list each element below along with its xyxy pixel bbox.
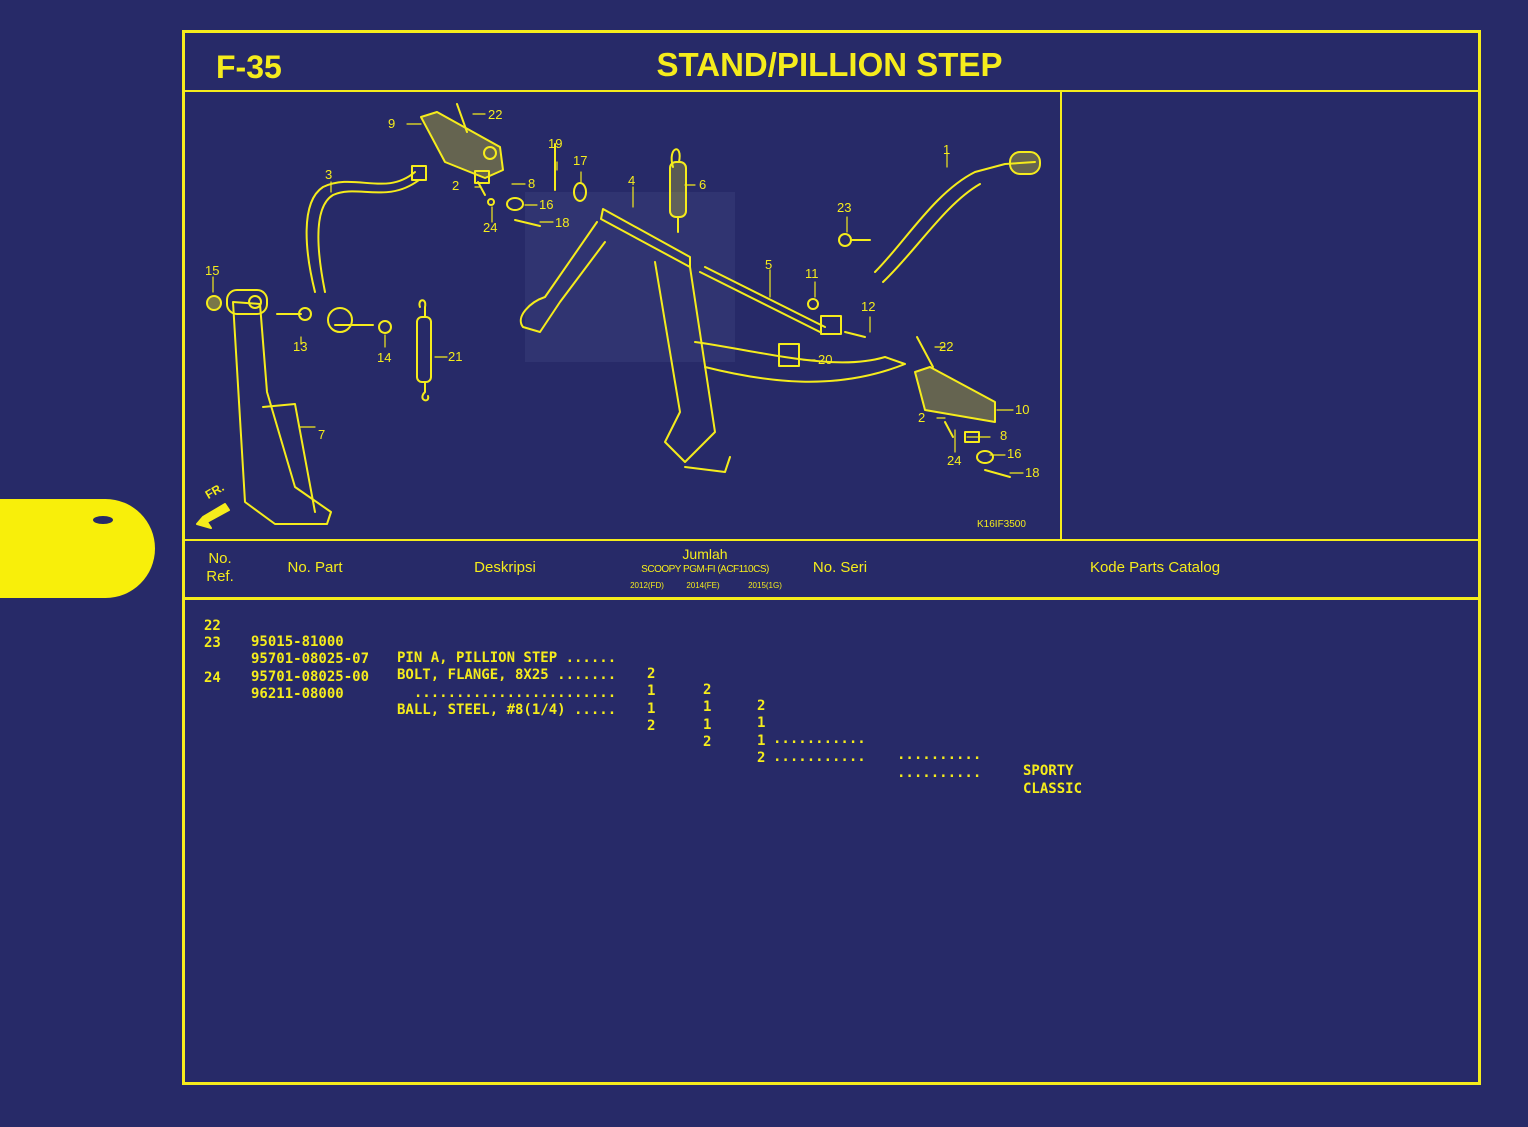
table-row[interactable]: 23 95701-08025-07 BOLT, FLANGE, 8X25 ...… bbox=[204, 635, 1074, 779]
page-title: STAND/PILLION STEP bbox=[656, 46, 1003, 83]
variant-label: SPORTY bbox=[1023, 763, 1074, 779]
year-2: 2014(FE) bbox=[686, 581, 720, 590]
col-part-no: No. Part bbox=[287, 559, 343, 576]
svg-text:2: 2 bbox=[918, 410, 925, 425]
year-3: 2015(1G) bbox=[748, 581, 782, 590]
svg-text:8: 8 bbox=[1000, 428, 1007, 443]
svg-text:18: 18 bbox=[555, 215, 569, 230]
svg-text:19: 19 bbox=[548, 136, 562, 151]
catalog-page: F-35 STAND/PILLION STEP bbox=[182, 30, 1481, 1085]
svg-text:3: 3 bbox=[325, 167, 332, 182]
svg-text:18: 18 bbox=[1025, 465, 1039, 480]
svg-text:4: 4 bbox=[628, 173, 635, 188]
svg-text:24: 24 bbox=[947, 453, 961, 468]
svg-text:23: 23 bbox=[837, 200, 851, 215]
col-ref: No. Ref. bbox=[206, 550, 234, 585]
svg-text:15: 15 bbox=[205, 263, 219, 278]
col-description: Deskripsi bbox=[474, 559, 536, 576]
col-catalog: Kode Parts Catalog bbox=[1089, 559, 1221, 576]
drawing-code: K16IF3500 bbox=[977, 519, 1026, 530]
section-code: F-35 bbox=[216, 49, 282, 85]
svg-text:21: 21 bbox=[448, 349, 462, 364]
page-header: F-35 STAND/PILLION STEP bbox=[185, 33, 1478, 92]
side-index-tab[interactable] bbox=[0, 499, 155, 598]
svg-text:13: 13 bbox=[293, 339, 307, 354]
svg-text:14: 14 bbox=[377, 350, 391, 365]
svg-text:24: 24 bbox=[483, 220, 497, 235]
svg-text:8: 8 bbox=[528, 176, 535, 191]
col-serial: No. Seri bbox=[812, 559, 868, 576]
svg-text:12: 12 bbox=[861, 299, 875, 314]
table-row[interactable]: 24 96211-08000 BALL, STEEL, #8(1/4) ....… bbox=[204, 670, 766, 766]
col-qty: Jumlah bbox=[682, 546, 728, 562]
svg-text:16: 16 bbox=[1007, 446, 1021, 461]
year-1: 2012(FD) bbox=[630, 581, 664, 590]
svg-text:7: 7 bbox=[318, 427, 325, 442]
svg-text:5: 5 bbox=[765, 257, 772, 272]
svg-text:22: 22 bbox=[939, 339, 953, 354]
variant-label: CLASSIC bbox=[1023, 781, 1083, 797]
table-header: No. Ref. No. Part Deskripsi Jumlah SCOOP… bbox=[185, 539, 1478, 600]
svg-text:1: 1 bbox=[943, 142, 950, 157]
table-row[interactable]: 22 95015-81000 PIN A, PILLION STEP .....… bbox=[204, 618, 766, 714]
tab-notch-icon bbox=[93, 516, 113, 524]
svg-text:20: 20 bbox=[818, 352, 832, 367]
svg-text:6: 6 bbox=[699, 177, 706, 192]
svg-text:10: 10 bbox=[1015, 402, 1029, 417]
svg-text:17: 17 bbox=[573, 153, 587, 168]
blank-panel bbox=[1062, 92, 1478, 539]
svg-text:9: 9 bbox=[388, 116, 395, 131]
svg-text:2: 2 bbox=[452, 178, 459, 193]
parts-illustration: 9 22 3 2 8 19 17 16 18 24 4 6 15 13 14 2… bbox=[196, 103, 1041, 529]
table-row[interactable]: 95701-08025-00 ........................ … bbox=[251, 669, 1083, 797]
svg-text:11: 11 bbox=[805, 266, 819, 281]
model-name: SCOOPY PGM-FI (ACF110CS) bbox=[641, 564, 769, 575]
exploded-parts-diagram: 9 22 3 2 8 19 17 16 18 24 4 6 15 13 14 2… bbox=[185, 92, 1062, 539]
svg-text:22: 22 bbox=[488, 107, 502, 122]
svg-text:16: 16 bbox=[539, 197, 553, 212]
